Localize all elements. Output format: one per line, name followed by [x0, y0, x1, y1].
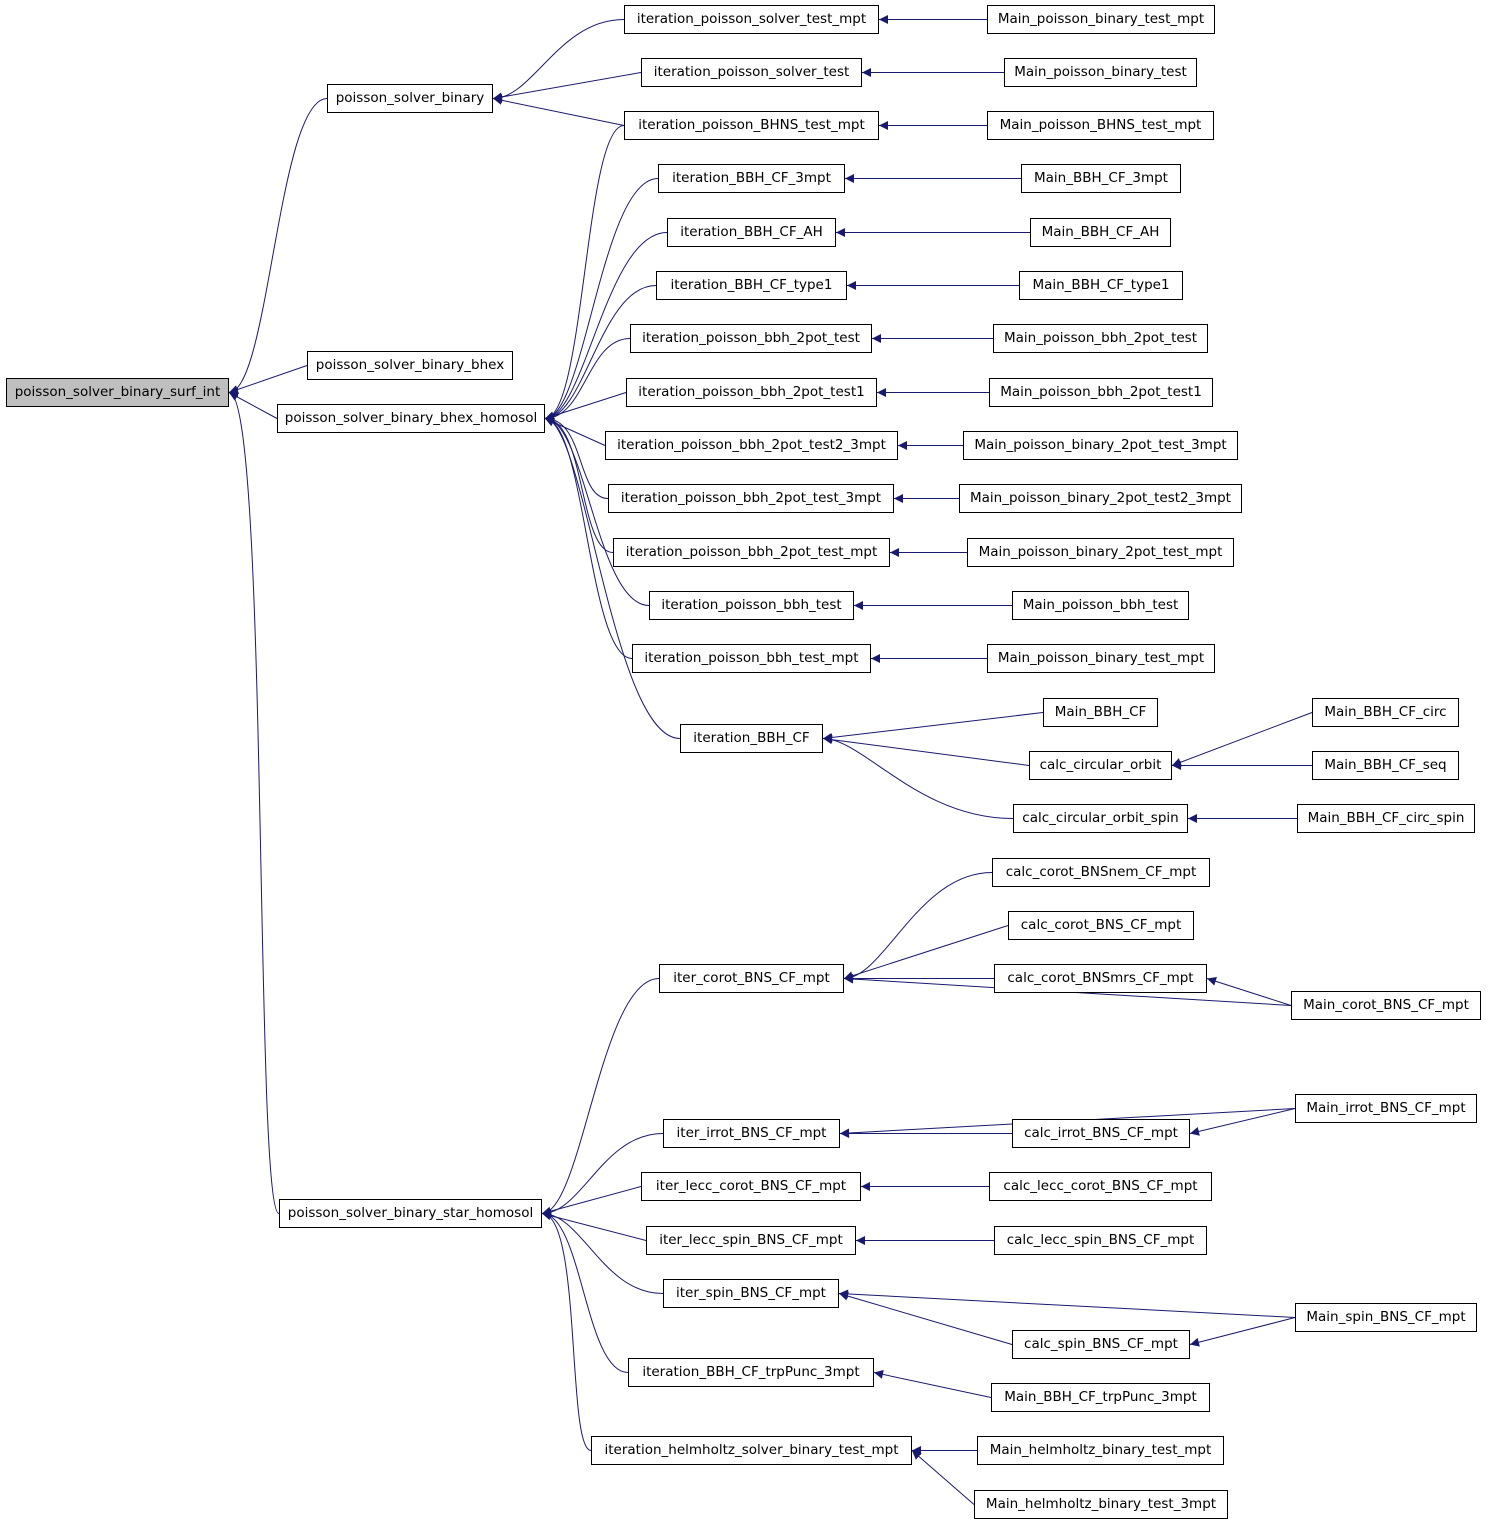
node-calc-lecc-corot-bns-cf-mpt[interactable]: calc_lecc_corot_BNS_CF_mpt: [989, 1172, 1212, 1201]
node-iter-irrot-bns-cf-mpt[interactable]: iter_irrot_BNS_CF_mpt: [663, 1119, 840, 1148]
node-iteration-poisson-solver-test-mpt[interactable]: iteration_poisson_solver_test_mpt: [624, 5, 879, 34]
edge-iteration-bbh-cf-ah-to-poisson-solver-binary-bhex-homosol: [544, 232, 668, 423]
edge-main-irrot-bns-cf-mpt-to-calc-irrot-bns-cf-mpt: [1189, 1108, 1296, 1136]
node-main-bbh-cf-trppunc-3mpt[interactable]: Main_BBH_CF_trpPunc_3mpt: [991, 1383, 1210, 1412]
node-calc-irrot-bns-cf-mpt[interactable]: calc_irrot_BNS_CF_mpt: [1012, 1119, 1190, 1148]
edge-main-bbh-cf-trppunc-3mpt-to-iteration-bbh-cf-trppunc-3mpt: [873, 1369, 992, 1398]
edge-iteration-bbh-cf-trppunc-3mpt-to-poisson-solver-binary-star-homosol: [541, 1209, 629, 1373]
node-calc-spin-bns-cf-mpt[interactable]: calc_spin_BNS_CF_mpt: [1012, 1330, 1190, 1359]
node-poisson-solver-binary-bhex-homosol[interactable]: poisson_solver_binary_bhex_homosol: [277, 404, 545, 433]
edge-iteration-poisson-bbh-2pot-test-3mpt-to-poisson-solver-binary-bhex-homosol: [544, 414, 609, 499]
node-main-bbh-cf-circ[interactable]: Main_BBH_CF_circ: [1312, 698, 1459, 727]
edge-main-helmholtz-binary-test-3mpt-to-iteration-helmholtz-solver-binary-test-mpt: [911, 1450, 975, 1505]
edge-iteration-poisson-bhns-test-mpt-to-poisson-solver-binary: [492, 95, 625, 126]
node-main-poisson-binary-test[interactable]: Main_poisson_binary_test: [1004, 58, 1197, 87]
node-poisson-solver-binary-bhex[interactable]: poisson_solver_binary_bhex: [307, 351, 513, 380]
node-calc-corot-bns-cf-mpt[interactable]: calc_corot_BNS_CF_mpt: [1008, 911, 1194, 940]
node-iteration-poisson-bbh-2pot-test-mpt[interactable]: iteration_poisson_bbh_2pot_test_mpt: [613, 538, 890, 567]
node-calc-corot-bnsmrs-cf-mpt[interactable]: calc_corot_BNSmrs_CF_mpt: [994, 964, 1207, 993]
node-main-poisson-binary-test-mpt[interactable]: Main_poisson_binary_test_mpt: [987, 5, 1215, 34]
node-iter-lecc-corot-bns-cf-mpt[interactable]: iter_lecc_corot_BNS_CF_mpt: [641, 1172, 861, 1201]
node-iteration-poisson-bbh-2pot-test-3mpt[interactable]: iteration_poisson_bbh_2pot_test_3mpt: [608, 484, 894, 513]
node-iteration-poisson-bhns-test-mpt[interactable]: iteration_poisson_BHNS_test_mpt: [624, 111, 879, 140]
node-poisson-solver-binary[interactable]: poisson_solver_binary: [327, 84, 493, 113]
node-main-bbh-cf-seq[interactable]: Main_BBH_CF_seq: [1312, 751, 1459, 780]
node-calc-corot-bnsnem-cf-mpt[interactable]: calc_corot_BNSnem_CF_mpt: [992, 858, 1210, 887]
node-main-poisson-bbh-2pot-test[interactable]: Main_poisson_bbh_2pot_test: [993, 324, 1208, 353]
edge-iteration-bbh-cf-3mpt-to-poisson-solver-binary-bhex-homosol: [544, 178, 659, 423]
edge-iteration-poisson-solver-test-to-poisson-solver-binary: [492, 72, 642, 102]
node-main-poisson-binary-2pot-test-mpt[interactable]: Main_poisson_binary_2pot_test_mpt: [967, 538, 1234, 567]
node-calc-circular-orbit[interactable]: calc_circular_orbit: [1029, 751, 1172, 780]
edge-iteration-poisson-solver-test-mpt-to-poisson-solver-binary: [492, 19, 625, 103]
edge-iteration-poisson-bbh-2pot-test-to-poisson-solver-binary-bhex-homosol: [544, 338, 631, 423]
node-main-irrot-bns-cf-mpt[interactable]: Main_irrot_BNS_CF_mpt: [1295, 1094, 1477, 1123]
node-iteration-poisson-bbh-2pot-test[interactable]: iteration_poisson_bbh_2pot_test: [630, 324, 872, 353]
node-main-poisson-binary-test-mpt[interactable]: Main_poisson_binary_test_mpt: [987, 644, 1215, 673]
node-main-poisson-bbh-test[interactable]: Main_poisson_bbh_test: [1012, 591, 1189, 620]
node-main-poisson-bbh-2pot-test1[interactable]: Main_poisson_bbh_2pot_test1: [989, 378, 1213, 407]
edge-iteration-bbh-cf-type1-to-poisson-solver-binary-bhex-homosol: [544, 285, 657, 423]
edge-main-spin-bns-cf-mpt-to-calc-spin-bns-cf-mpt: [1189, 1317, 1296, 1347]
node-main-bbh-cf-type1[interactable]: Main_BBH_CF_type1: [1019, 271, 1183, 300]
node-main-bbh-cf[interactable]: Main_BBH_CF: [1043, 698, 1158, 727]
edge-poisson-solver-binary-bhex-to-poisson-solver-binary-surf-int: [228, 365, 308, 394]
node-main-bbh-cf-circ-spin[interactable]: Main_BBH_CF_circ_spin: [1297, 804, 1475, 833]
node-main-poisson-binary-2pot-test2-3mpt[interactable]: Main_poisson_binary_2pot_test2_3mpt: [959, 484, 1242, 513]
edge-iteration-helmholtz-solver-binary-test-mpt-to-poisson-solver-binary-star-homosol: [541, 1209, 592, 1451]
edge-iteration-poisson-bhns-test-mpt-to-poisson-solver-binary-bhex-homosol: [544, 125, 625, 423]
node-iteration-bbh-cf-type1[interactable]: iteration_BBH_CF_type1: [656, 271, 847, 300]
node-main-helmholtz-binary-test-3mpt[interactable]: Main_helmholtz_binary_test_3mpt: [974, 1490, 1228, 1519]
node-iteration-poisson-bbh-2pot-test1[interactable]: iteration_poisson_bbh_2pot_test1: [626, 378, 877, 407]
edge-iter-corot-bns-cf-mpt-to-poisson-solver-binary-star-homosol: [541, 978, 660, 1218]
edge-iter-lecc-spin-bns-cf-mpt-to-poisson-solver-binary-star-homosol: [541, 1211, 647, 1241]
edge-main-spin-bns-cf-mpt-to-iter-spin-bns-cf-mpt: [838, 1289, 1296, 1318]
node-iteration-bbh-cf-3mpt[interactable]: iteration_BBH_CF_3mpt: [658, 164, 845, 193]
node-main-bbh-cf-ah[interactable]: Main_BBH_CF_AH: [1030, 218, 1171, 247]
edge-calc-corot-bnsnem-cf-mpt-to-iter-corot-bns-cf-mpt: [843, 872, 993, 983]
node-iteration-bbh-cf[interactable]: iteration_BBH_CF: [680, 724, 823, 753]
edge-iter-lecc-corot-bns-cf-mpt-to-poisson-solver-binary-star-homosol: [541, 1186, 642, 1216]
edge-poisson-solver-binary-bhex-homosol-to-poisson-solver-binary-surf-int: [228, 392, 278, 419]
node-main-spin-bns-cf-mpt[interactable]: Main_spin_BNS_CF_mpt: [1295, 1303, 1477, 1332]
node-iteration-bbh-cf-trppunc-3mpt[interactable]: iteration_BBH_CF_trpPunc_3mpt: [628, 1358, 874, 1387]
node-calc-lecc-spin-bns-cf-mpt[interactable]: calc_lecc_spin_BNS_CF_mpt: [994, 1226, 1207, 1255]
node-iteration-poisson-bbh-test-mpt[interactable]: iteration_poisson_bbh_test_mpt: [632, 644, 871, 673]
node-iteration-helmholtz-solver-binary-test-mpt[interactable]: iteration_helmholtz_solver_binary_test_m…: [591, 1436, 912, 1465]
edge-calc-spin-bns-cf-mpt-to-iter-spin-bns-cf-mpt: [838, 1291, 1013, 1345]
node-iter-corot-bns-cf-mpt[interactable]: iter_corot_BNS_CF_mpt: [659, 964, 844, 993]
node-poisson-solver-binary-surf-int[interactable]: poisson_solver_binary_surf_int: [6, 378, 229, 407]
edge-iteration-poisson-bbh-test-to-poisson-solver-binary-bhex-homosol: [544, 414, 650, 606]
edge-poisson-solver-binary-to-poisson-solver-binary-surf-int: [228, 98, 328, 397]
node-main-helmholtz-binary-test-mpt[interactable]: Main_helmholtz_binary_test_mpt: [977, 1436, 1224, 1465]
node-main-poisson-binary-2pot-test-3mpt[interactable]: Main_poisson_binary_2pot_test_3mpt: [963, 431, 1238, 460]
edge-calc-circular-orbit-to-iteration-bbh-cf: [822, 735, 1030, 766]
node-main-poisson-bhns-test-mpt[interactable]: Main_poisson_BHNS_test_mpt: [987, 111, 1214, 140]
node-poisson-solver-binary-star-homosol[interactable]: poisson_solver_binary_star_homosol: [279, 1199, 542, 1228]
node-iter-lecc-spin-bns-cf-mpt[interactable]: iter_lecc_spin_BNS_CF_mpt: [646, 1226, 856, 1255]
node-iter-spin-bns-cf-mpt[interactable]: iter_spin_BNS_CF_mpt: [663, 1279, 839, 1308]
node-iteration-poisson-bbh-test[interactable]: iteration_poisson_bbh_test: [649, 591, 854, 620]
node-main-bbh-cf-3mpt[interactable]: Main_BBH_CF_3mpt: [1021, 164, 1181, 193]
edge-iteration-poisson-bbh-test-mpt-to-poisson-solver-binary-bhex-homosol: [544, 414, 633, 659]
node-calc-circular-orbit-spin[interactable]: calc_circular_orbit_spin: [1013, 804, 1188, 833]
node-iteration-poisson-solver-test[interactable]: iteration_poisson_solver_test: [641, 58, 862, 87]
edge-main-corot-bns-cf-mpt-to-calc-corot-bnsmrs-cf-mpt: [1206, 976, 1292, 1006]
edge-main-bbh-cf-to-iteration-bbh-cf: [822, 712, 1044, 742]
edge-calc-corot-bns-cf-mpt-to-iter-corot-bns-cf-mpt: [843, 925, 1009, 981]
edge-poisson-solver-binary-star-homosol-to-poisson-solver-binary-surf-int: [228, 388, 280, 1214]
edge-iteration-poisson-bbh-2pot-test-mpt-to-poisson-solver-binary-bhex-homosol: [544, 414, 614, 553]
node-iteration-bbh-cf-ah[interactable]: iteration_BBH_CF_AH: [667, 218, 836, 247]
edge-iteration-poisson-bbh-2pot-test1-to-poisson-solver-binary-bhex-homosol: [544, 392, 627, 421]
node-main-corot-bns-cf-mpt[interactable]: Main_corot_BNS_CF_mpt: [1291, 991, 1481, 1020]
edge-iteration-bbh-cf-to-poisson-solver-binary-bhex-homosol: [544, 414, 681, 739]
edge-calc-circular-orbit-spin-to-iteration-bbh-cf: [822, 734, 1014, 819]
edge-main-bbh-cf-circ-to-calc-circular-orbit: [1171, 712, 1313, 767]
node-iteration-poisson-bbh-2pot-test2-3mpt[interactable]: iteration_poisson_bbh_2pot_test2_3mpt: [605, 431, 898, 460]
edge-iter-spin-bns-cf-mpt-to-poisson-solver-binary-star-homosol: [541, 1209, 664, 1294]
